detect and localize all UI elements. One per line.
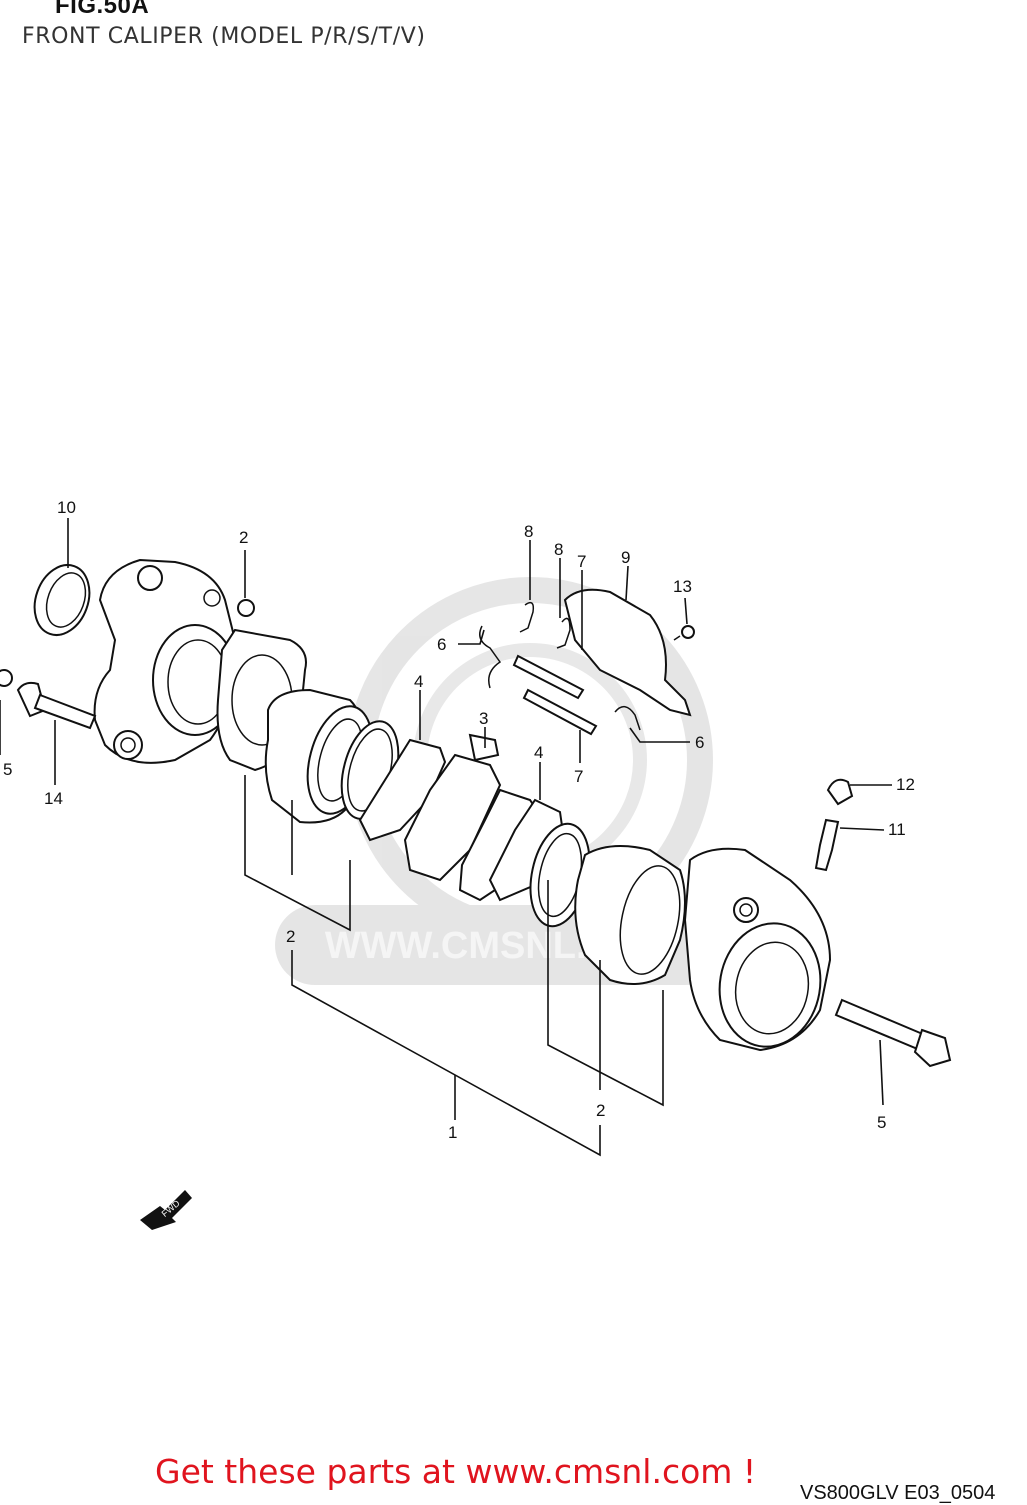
figure-title: FIG.50A — [55, 0, 150, 19]
callout-8-a: 8 — [524, 522, 533, 541]
figure-subtitle: FRONT CALIPER (MODEL P/R/S/T/V) — [22, 24, 426, 49]
callout-2-middle: 2 — [286, 927, 295, 946]
callout-5-right: 5 — [877, 1113, 886, 1132]
callout-10: 10 — [57, 498, 76, 517]
callout-1: 1 — [448, 1123, 457, 1142]
callout-7-bottom: 7 — [574, 767, 583, 786]
callout-14: 14 — [44, 789, 63, 808]
callout-8-b: 8 — [554, 540, 563, 559]
right-piston-assembly — [529, 822, 686, 985]
brake-pads — [358, 733, 564, 902]
callout-2-bottom: 2 — [596, 1101, 605, 1120]
part-13-screw — [673, 625, 695, 641]
part-8-clips — [519, 601, 571, 649]
callout-13: 13 — [673, 577, 692, 596]
part-14-bolt — [16, 681, 97, 730]
callout-7-top: 7 — [577, 552, 586, 571]
callout-4-right: 4 — [534, 743, 543, 762]
part-7-pins — [512, 654, 598, 736]
part-12-bleeder-cap — [826, 778, 854, 806]
callout-2-top: 2 — [239, 528, 248, 547]
callout-9: 9 — [621, 548, 630, 567]
part-5-bolt-left — [0, 669, 13, 687]
part-11-bleeder — [814, 818, 840, 872]
callout-11: 11 — [888, 820, 906, 839]
part-6-springs — [479, 625, 641, 731]
callout-4-left: 4 — [414, 672, 423, 691]
callout-12: 12 — [896, 775, 915, 794]
callout-3: 3 — [479, 709, 488, 728]
fwd-direction-arrow: FWD — [140, 1190, 192, 1230]
callout-5-left: 5 — [3, 760, 12, 779]
promo-link[interactable]: Get these parts at www.cmsnl.com ! — [155, 1452, 757, 1491]
part-10-cap — [33, 564, 91, 636]
part-5-bolt-right — [834, 998, 952, 1068]
leader-lines — [0, 518, 892, 1157]
callout-6-left: 6 — [437, 635, 446, 654]
diagram-code: VS800GLV E03_0504 — [800, 1482, 996, 1504]
part-9-pad-cover — [563, 588, 692, 717]
caliper-outer-half — [683, 847, 832, 1052]
callout-labels: 10 2 8 8 7 9 13 6 6 4 3 4 7 12 11 5 14 2… — [3, 498, 915, 1142]
caliper-bracket — [93, 558, 238, 764]
callout-6-right: 6 — [695, 733, 704, 752]
